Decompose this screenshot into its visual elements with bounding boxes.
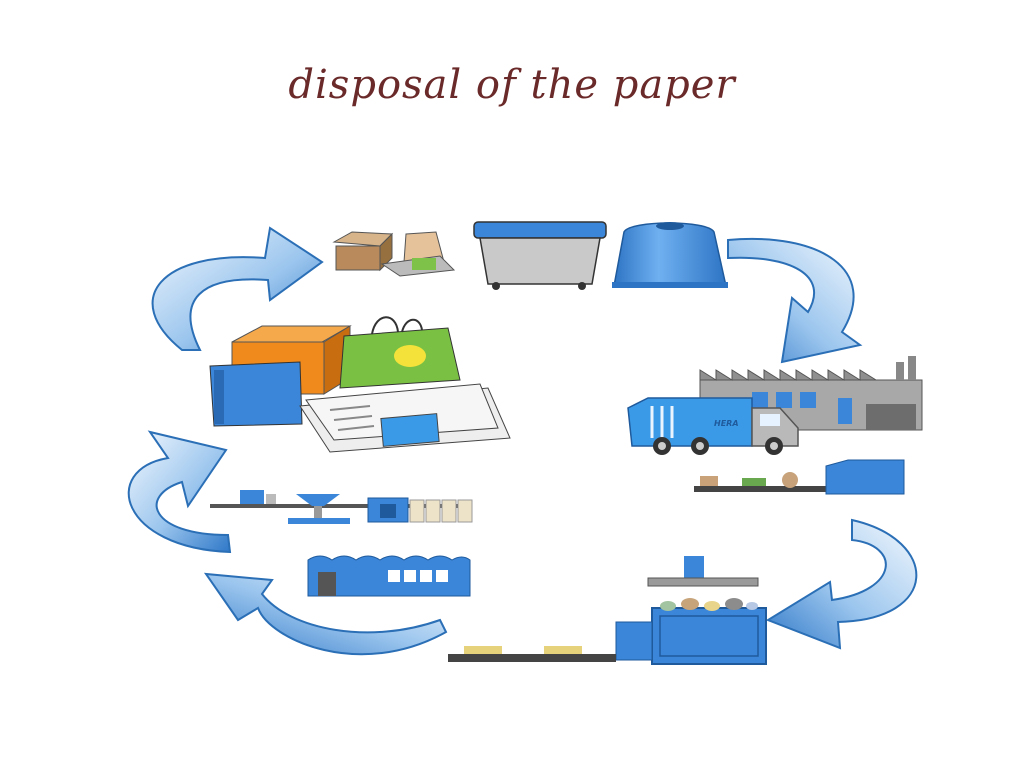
cycle-arrow-left — [127, 430, 232, 554]
recycling-bins-icon — [332, 221, 728, 290]
cycle-arrow-bottom-right — [765, 518, 918, 650]
cycle-arrow-bottom-left — [203, 572, 448, 656]
truck-logo: HERA — [714, 419, 739, 428]
paper-mill-icon — [210, 490, 473, 597]
cycle-arrow-top-left — [151, 226, 324, 351]
slide-title: disposal of the paper — [288, 62, 736, 108]
pulping-machine-icon — [448, 556, 767, 665]
cycle-arrow-top-right — [727, 238, 863, 364]
truck-factory-icon: HERA — [627, 356, 923, 495]
paper-products-icon — [209, 316, 511, 453]
